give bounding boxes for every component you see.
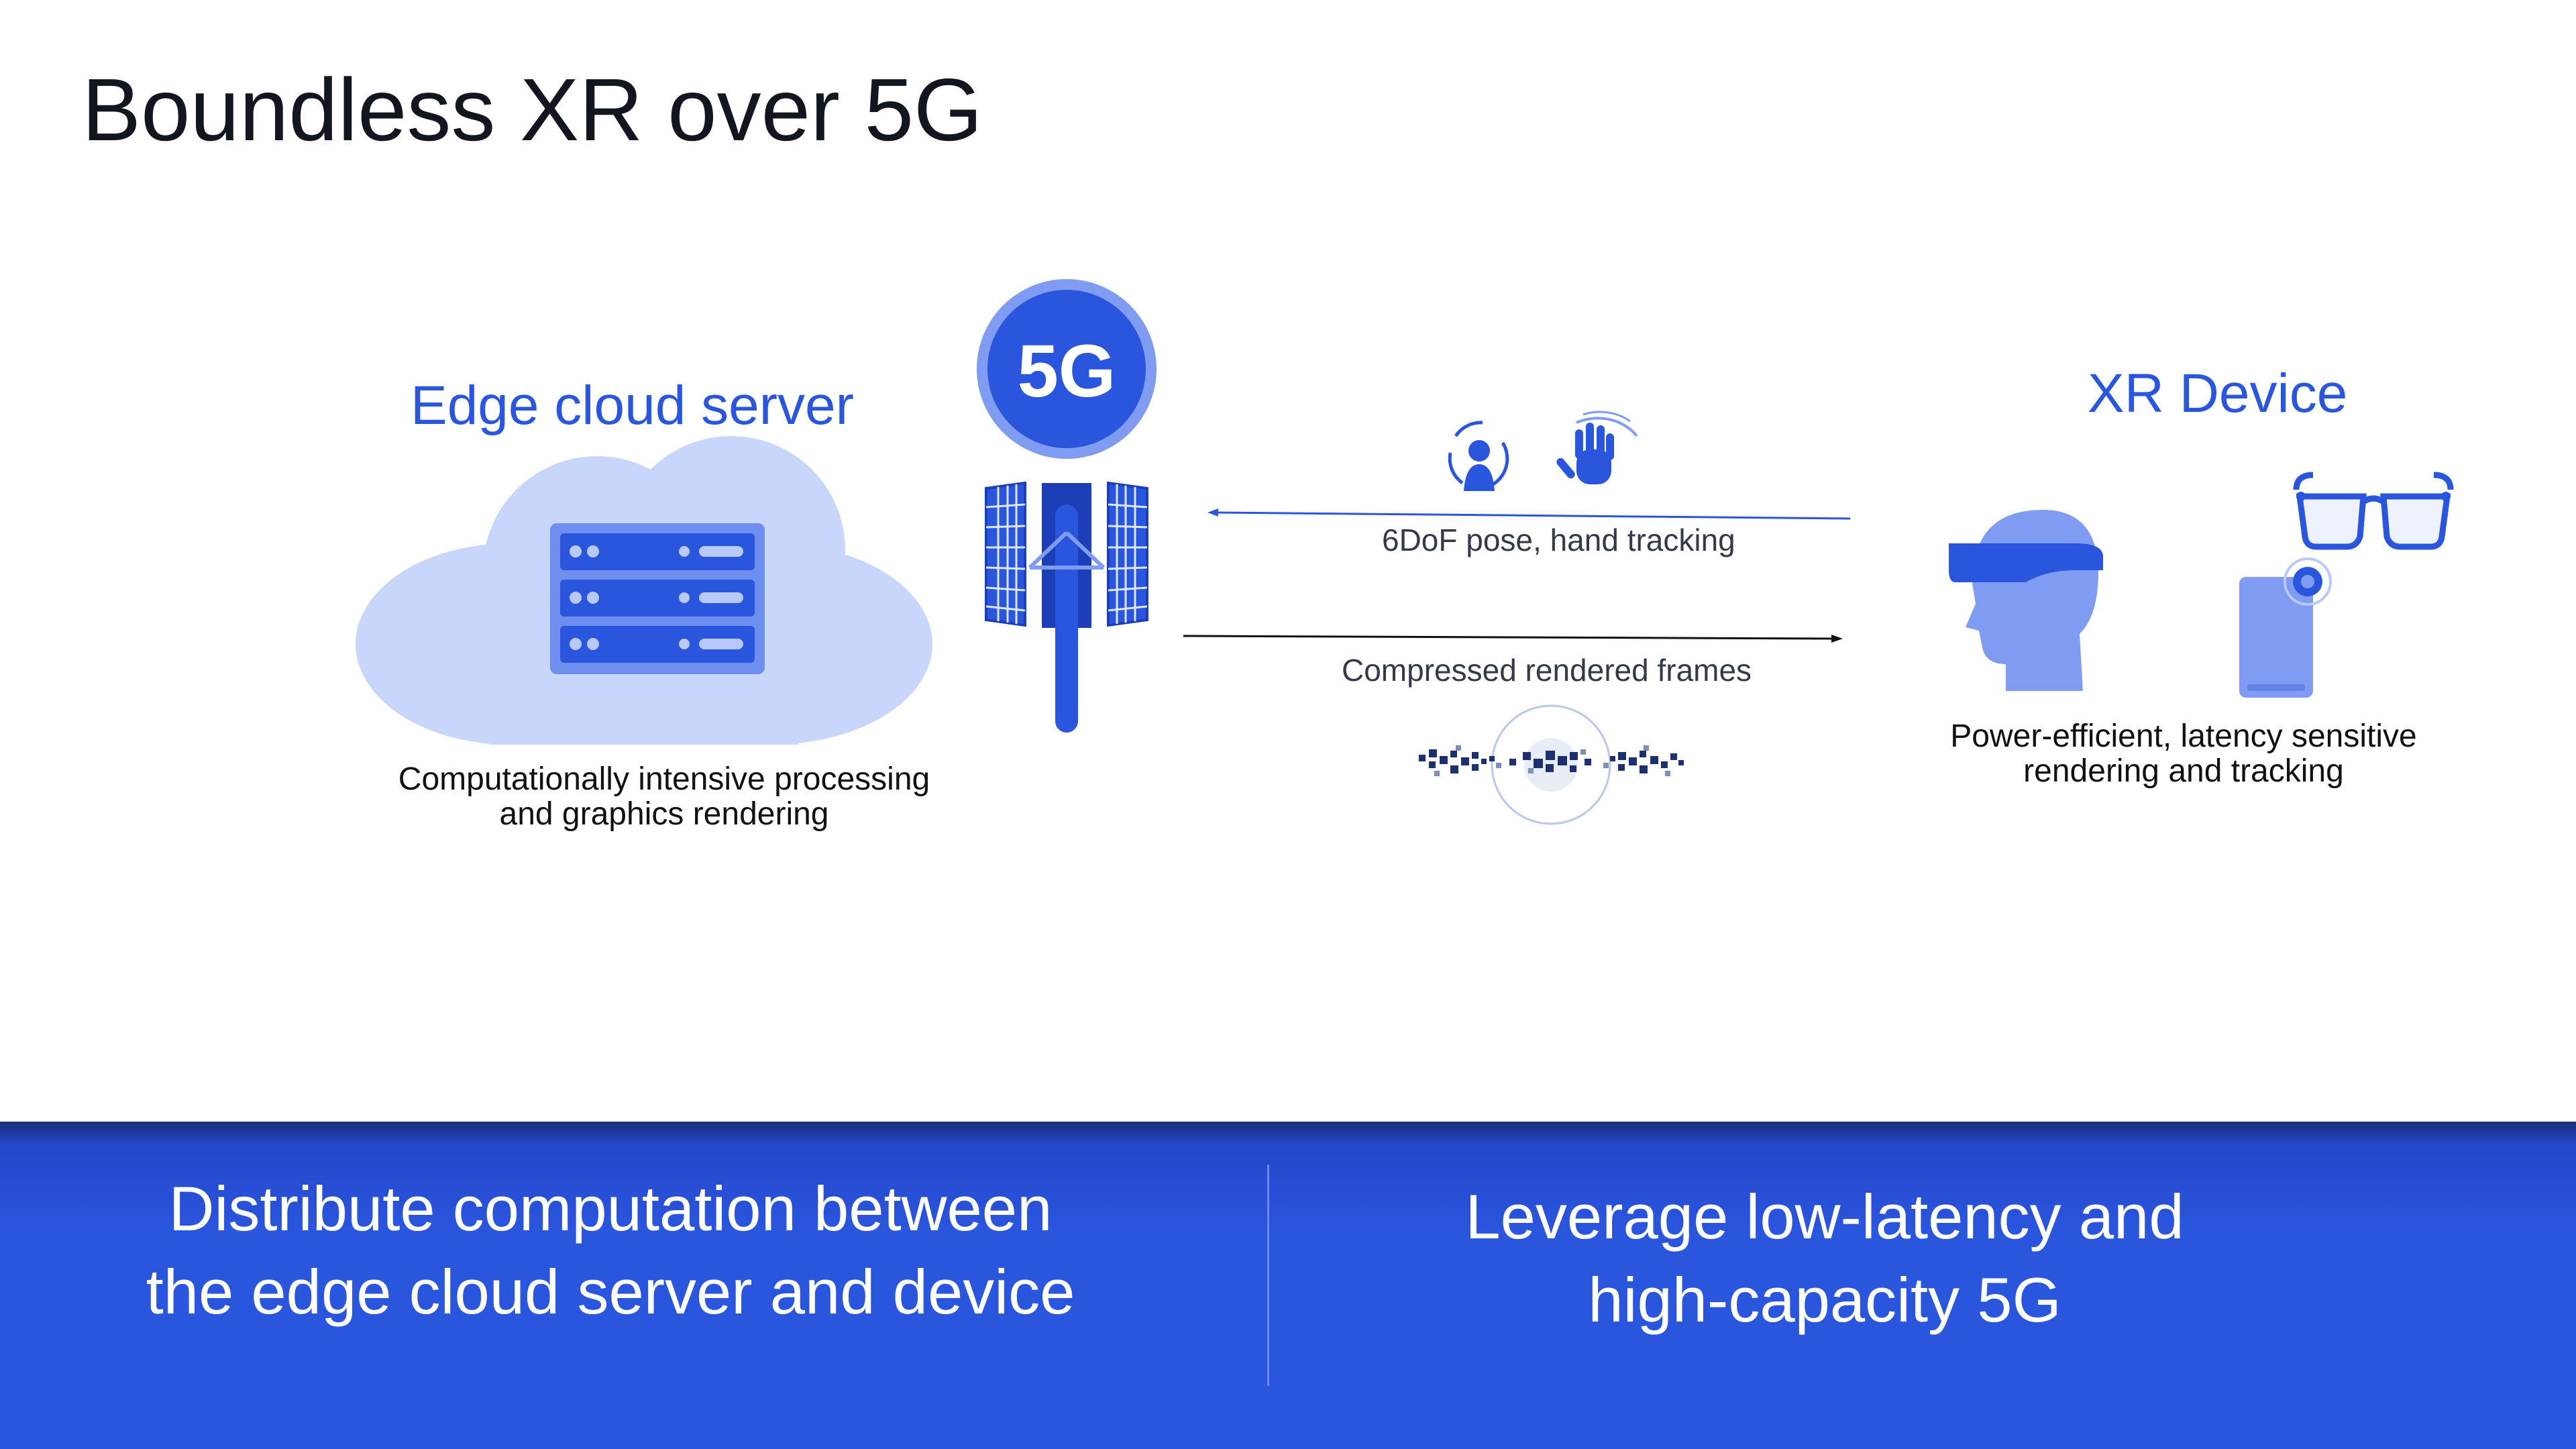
device-caption-line2: rendering and tracking <box>2023 753 2344 789</box>
uplink-arrow <box>1208 508 1851 520</box>
5g-tower-icon <box>977 279 1157 733</box>
pose-tracking-icon <box>1448 421 1509 491</box>
downlink-arrow <box>1183 635 1843 643</box>
edge-server-caption: Computationally intensive processing and… <box>362 762 966 832</box>
bottom-band <box>0 1122 2576 1449</box>
xr-device-caption: Power-efficient, latency sensitive rende… <box>1925 719 2442 789</box>
band-divider <box>1267 1165 1269 1386</box>
smart-glasses-icon <box>2293 472 2454 550</box>
band-left-line1: Distribute computation between <box>168 1173 1053 1244</box>
band-left-line2: the edge cloud server and device <box>146 1256 1075 1327</box>
band-left-statement: Distribute computation between the edge … <box>94 1167 1127 1334</box>
xr-device-heading: XR Device <box>2088 363 2348 424</box>
band-right-line2: high-capacity 5G <box>1588 1265 2061 1335</box>
cloud-server-icon <box>356 436 932 745</box>
band-right-line1: Leverage low-latency and <box>1465 1181 2184 1252</box>
device-caption-line1: Power-efficient, latency sensitive <box>1950 718 2417 754</box>
5g-badge-label: 5G <box>1017 330 1116 413</box>
edge-caption-line2: and graphics rendering <box>499 796 829 832</box>
hand-tracking-icon <box>1556 411 1638 484</box>
phone-icon <box>2239 557 2332 698</box>
vr-headset-head-icon <box>1949 510 2103 691</box>
edge-caption-line1: Computationally intensive processing <box>398 761 930 797</box>
edge-server-heading: Edge cloud server <box>411 375 854 436</box>
downlink-label: Compressed rendered frames <box>1342 653 1752 688</box>
uplink-label: 6DoF pose, hand tracking <box>1382 523 1735 557</box>
slide-title: Boundless XR over 5G <box>82 60 983 159</box>
compressed-frames-icon <box>1419 704 1684 825</box>
band-right-statement: Leverage low-latency and high-capacity 5… <box>1342 1175 2308 1342</box>
